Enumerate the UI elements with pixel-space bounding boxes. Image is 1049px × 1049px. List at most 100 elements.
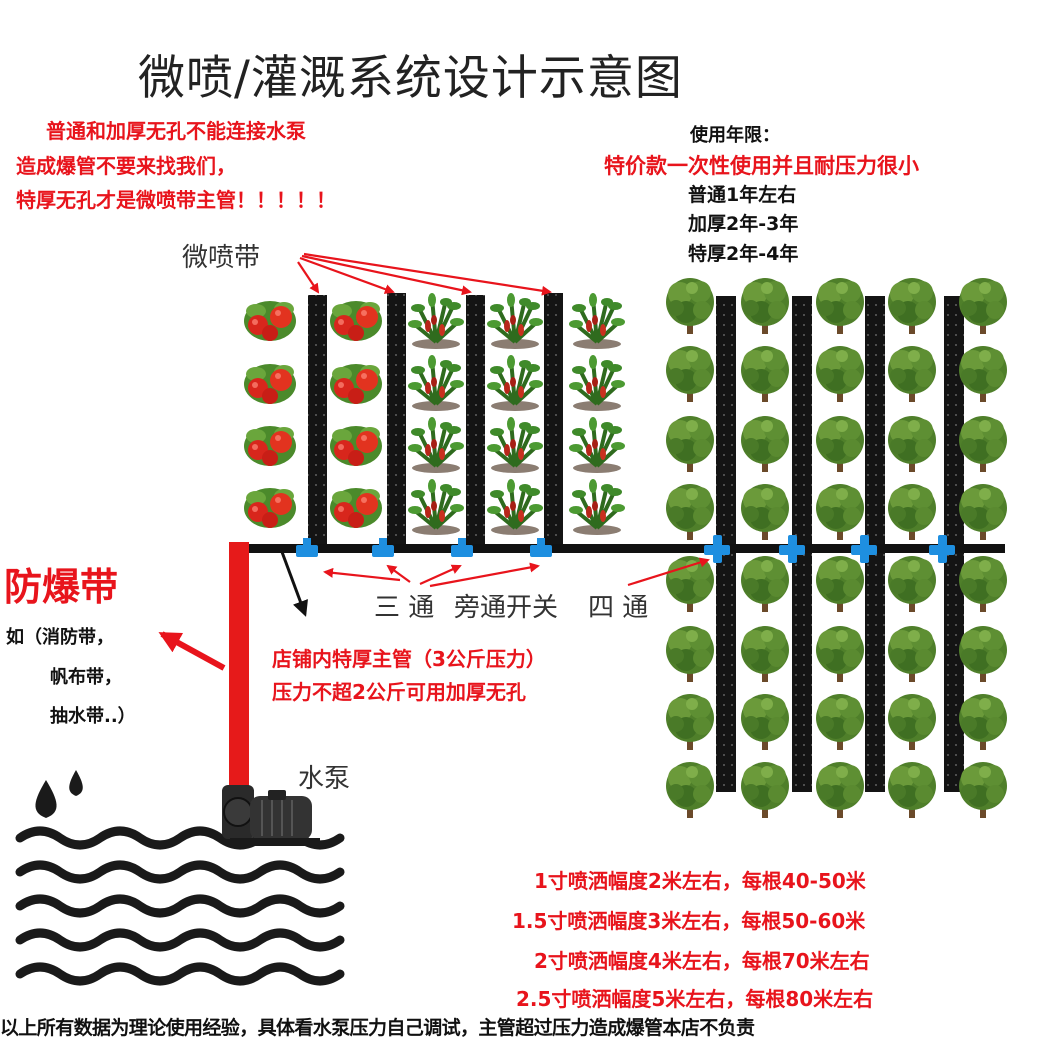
pepper-plant-icon [406,415,466,475]
main-pipe-label-2: 压力不超2公斤可用加厚无孔 [272,680,526,704]
spec-line-2: 1.5寸喷洒幅度3米左右，每根50-60米 [512,909,866,933]
tree-icon [816,762,864,818]
pepper-plants [406,291,627,537]
pepper-plant-icon [567,291,627,351]
water-drops [35,770,83,818]
pepper-plant-icon [485,353,545,413]
burst-proof-hose [229,542,249,800]
water-drop-icon [69,770,83,796]
tree-icon [888,278,936,334]
spray-tape-4 [544,293,563,547]
tree-icon [816,278,864,334]
spray-tapes-left [308,293,563,547]
bypass-label: 旁通开关 [454,593,559,623]
arrow-icon [280,551,308,617]
warning-line-1: 普通和加厚无孔不能连接水泵 [46,119,306,143]
spray-tape-arrows [297,252,552,296]
tree-icon [666,762,714,818]
arrow-icon [323,567,401,582]
tree-icon [741,416,789,472]
pepper-plant-icon [485,415,545,475]
burst-example-2: 帆布带， [50,667,122,688]
arrow-icon [301,254,472,296]
tree-icon [888,346,936,402]
tomato-plant-icon [244,488,296,528]
main-pipe [240,544,1005,553]
tree-icon [741,556,789,612]
tree-icon [888,416,936,472]
arrow-icon [627,557,710,587]
footer-disclaimer: 以上所有数据为理论使用经验，具体看水泵压力自己调试，主管超过压力造成爆管本店不负… [0,1017,755,1039]
spray-tape-2 [387,293,406,547]
tree-icon [666,416,714,472]
tree-icon [959,694,1007,750]
tomato-plant-icon [330,426,382,466]
lifespan-special: 特价款一次性使用并且耐压力很小 [604,154,919,178]
pepper-plant-icon [485,477,545,537]
tree-icon [666,484,714,540]
lifespan-thick: 加厚2年-3年 [688,213,799,235]
tree-icon [666,694,714,750]
tree-icon [741,694,789,750]
spray-tape-1 [308,295,327,547]
tree-icon [741,762,789,818]
warning-line-2: 造成爆管不要来找我们， [16,154,236,178]
cross-label: 四 通 [588,593,649,623]
pump-label: 水泵 [298,764,351,794]
tree-icon [741,484,789,540]
tree-icon [816,346,864,402]
tomato-plant-icon [244,426,296,466]
spray-tape-3 [466,295,485,547]
tree-icon [888,762,936,818]
pepper-plant-icon [567,353,627,413]
pepper-plant-icon [567,415,627,475]
tree-icon [888,556,936,612]
tree-icon [741,278,789,334]
tree-icon [816,484,864,540]
tee-label: 三 通 [374,593,435,623]
tree-icon [741,626,789,682]
tomato-plant-icon [330,364,382,404]
pepper-plant-icon [485,291,545,351]
arrow-icon [299,256,395,294]
tree-icon [888,484,936,540]
tree-icon [888,626,936,682]
tomato-plant-icon [244,364,296,404]
main-pipe-label-1: 店铺内特厚主管（3公斤压力） [272,647,546,671]
arrow-icon [158,631,226,671]
tree-icon [666,626,714,682]
warning-line-3: 特厚无孔才是微喷带主管！！！！！ [16,188,336,212]
arrow-icon [303,252,552,296]
tree-icon [959,346,1007,402]
tree-icon [666,278,714,334]
tree-icon [816,626,864,682]
water-drop-icon [35,780,57,818]
water-waves [15,826,345,986]
pepper-plant-icon [406,477,466,537]
lifespan-extra-thick: 特厚2年-4年 [688,243,799,265]
burst-proof-label: 防爆带 [4,565,119,609]
tree-icon [888,694,936,750]
tree-icon [666,556,714,612]
arrow-icon [419,564,462,586]
spec-line-3: 2寸喷洒幅度4米左右，每根70米左右 [534,949,870,973]
arrow-icon [297,261,320,294]
tree-icon [666,346,714,402]
lifespan-normal: 普通1年左右 [688,184,797,206]
arrow-icon [386,564,411,583]
spec-line-4: 2.5寸喷洒幅度5米左右，每根80米左右 [516,987,874,1011]
tree-icon [816,416,864,472]
tree-icon [741,346,789,402]
tree-icon [959,416,1007,472]
tomato-plant-icon [244,301,296,341]
lifespan-heading: 使用年限： [690,125,780,146]
tree-icon [959,762,1007,818]
spec-line-1: 1寸喷洒幅度2米左右，每根40-50米 [534,869,866,893]
water-pump-icon [222,785,320,846]
tree-icon [816,694,864,750]
pepper-plant-icon [406,291,466,351]
pepper-plant-icon [567,477,627,537]
tree-icon [959,278,1007,334]
